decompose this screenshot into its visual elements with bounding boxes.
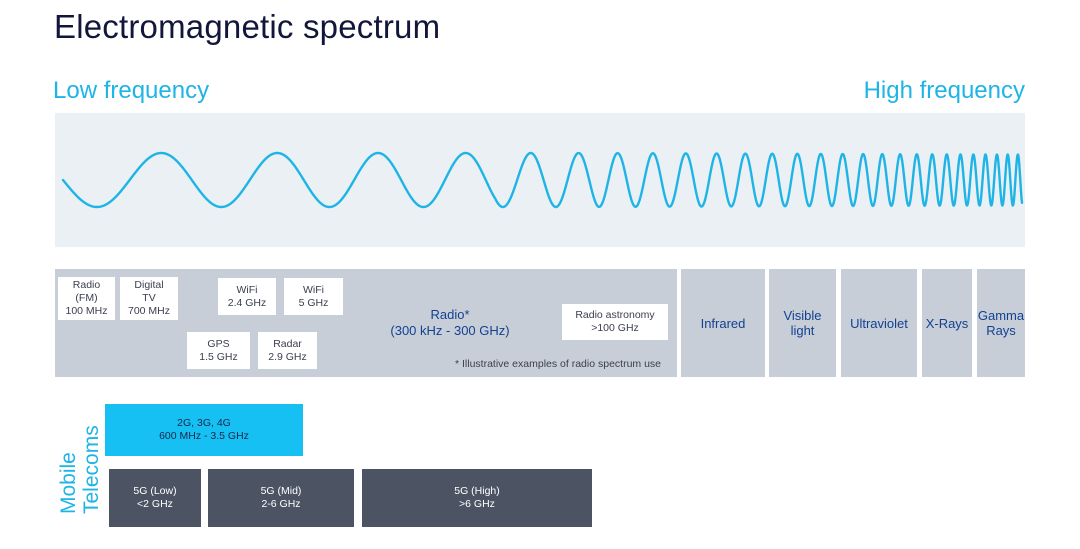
wave-graphic [61, 151, 1024, 209]
gps-freq: 1.5 GHz [199, 350, 238, 363]
mobile-5g-mid-name: 5G (Mid) [260, 485, 302, 497]
radio-label-name: Radio* [430, 307, 470, 322]
ultraviolet-label: Ultraviolet [850, 315, 908, 331]
mobile-label-line-1: Mobile [57, 452, 80, 514]
visible-label-2: light [790, 323, 815, 338]
mobile-5g-low-name: 5G (Low) [133, 485, 177, 497]
radio-astronomy-name: Radio astronomy [575, 309, 655, 321]
digital-tv-name: Digital [134, 279, 164, 291]
mobile-telecoms-label: Mobile Telecoms [50, 410, 106, 514]
mobile-5g-high-name: 5G (High) [454, 485, 500, 497]
digital-tv-type: TV [142, 292, 156, 304]
infrared-label: Infrared [700, 315, 746, 331]
mobile-5g-high-range: >6 GHz [459, 498, 495, 510]
visible-label-1: Visible [783, 308, 822, 323]
radio-astronomy-card: Radio astronomy >100 GHz [561, 303, 669, 341]
gps-name: GPS [207, 337, 230, 350]
wifi-5-card: WiFi 5 GHz [283, 277, 344, 316]
radio-astronomy-freq: >100 GHz [591, 322, 639, 334]
wifi-24-name: WiFi [236, 283, 258, 296]
gamma-rays-segment: Gamma Rays [977, 269, 1025, 377]
mobile-5g-mid-bar: 5G (Mid) 2-6 GHz [208, 469, 354, 527]
visible-light-segment: Visible light [769, 269, 836, 377]
radio-fm-name: Radio [72, 279, 101, 291]
radar-card: Radar 2.9 GHz [257, 331, 318, 370]
page-title: Electromagnetic spectrum [54, 8, 441, 45]
radio-fm-freq: 100 MHz [65, 305, 108, 317]
wifi-24-freq: 2.4 GHz [227, 296, 267, 309]
digital-tv-freq: 700 MHz [127, 305, 170, 317]
xrays-segment: X-Rays [922, 269, 972, 377]
wifi-24-card: WiFi 2.4 GHz [217, 277, 277, 316]
gamma-label-1: Gamma [977, 308, 1025, 323]
low-frequency-label: Low frequency [53, 77, 210, 104]
mobile-2g-3g-4g-bar: 2G, 3G, 4G 600 MHz - 3.5 GHz [105, 404, 303, 456]
mobile-5g-high-bar: 5G (High) >6 GHz [362, 469, 592, 527]
mobile-5g-mid-range: 2-6 GHz [261, 498, 301, 510]
radio-footnote: * Illustrative examples of radio spectru… [455, 358, 662, 370]
xrays-label: X-Rays [925, 315, 969, 331]
mobile-234-range: 600 MHz - 3.5 GHz [159, 430, 249, 442]
high-frequency-label: High frequency [863, 77, 1025, 104]
radio-fm-type: (FM) [75, 292, 98, 304]
infrared-segment: Infrared [681, 269, 765, 377]
radio-fm-card: Radio (FM) 100 MHz [57, 276, 116, 321]
wave-panel [55, 113, 1025, 247]
radar-freq: 2.9 GHz [268, 350, 307, 363]
wifi-5-name: WiFi [303, 283, 324, 296]
mobile-5g-low-range: <2 GHz [137, 498, 173, 510]
radio-label-range: (300 kHz - 300 GHz) [390, 323, 510, 338]
ultraviolet-segment: Ultraviolet [841, 269, 917, 377]
radar-name: Radar [273, 337, 302, 350]
gps-card: GPS 1.5 GHz [186, 331, 251, 370]
gamma-label-2: Rays [986, 323, 1016, 338]
digital-tv-card: Digital TV 700 MHz [119, 276, 179, 321]
mobile-label-line-2: Telecoms [80, 425, 103, 514]
frequency-wave [61, 151, 1024, 209]
mobile-234-name: 2G, 3G, 4G [177, 417, 231, 429]
wifi-5-freq: 5 GHz [298, 296, 329, 309]
mobile-5g-low-bar: 5G (Low) <2 GHz [109, 469, 201, 527]
radio-range-label: Radio* (300 kHz - 300 GHz) [370, 307, 530, 339]
